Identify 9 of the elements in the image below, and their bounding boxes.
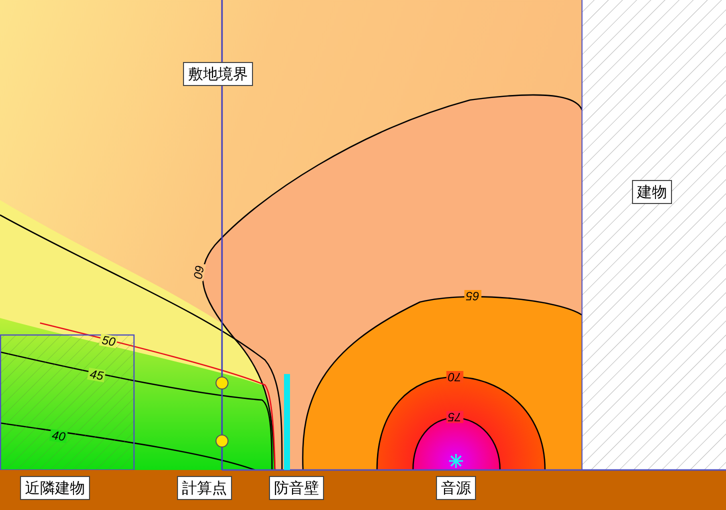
label-box: 建物 xyxy=(632,180,672,204)
contour-label: 70 xyxy=(446,371,464,383)
label-box: 敷地境界 xyxy=(183,62,253,86)
label-box: 計算点 xyxy=(177,476,232,500)
label-box: 近隣建物 xyxy=(20,476,90,500)
label-box: 音源 xyxy=(436,476,476,500)
contour-label: 75 xyxy=(446,411,464,423)
contour-label: 65 xyxy=(464,290,482,302)
label-box: 防音壁 xyxy=(269,476,324,500)
